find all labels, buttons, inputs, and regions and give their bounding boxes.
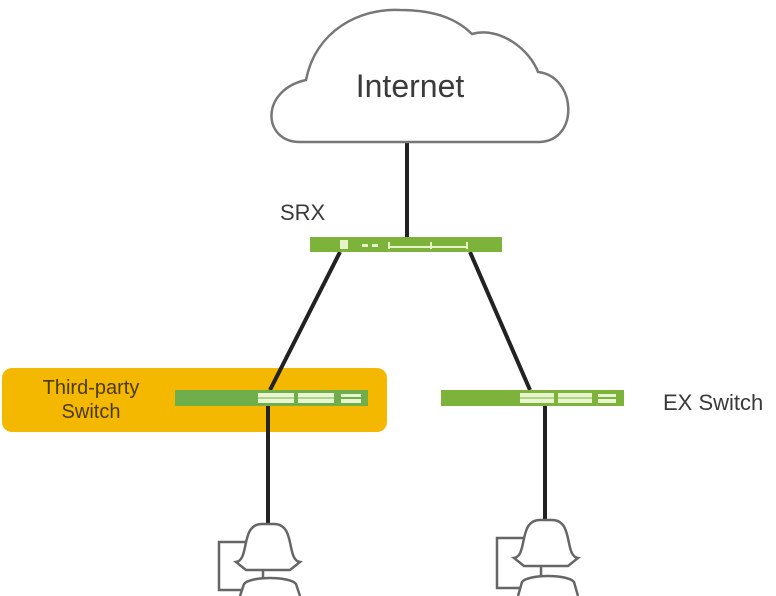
ex-switch-device [441,390,624,406]
third-party-switch-device [175,390,368,406]
srx-device [310,237,502,252]
internet-label: Internet [355,68,465,104]
user-at-computer-icon [217,522,304,596]
ex-switch-label: EX Switch [663,390,764,415]
user-at-computer-icon [495,518,582,596]
srx-label: SRX [280,200,326,225]
cloud-icon [270,8,570,144]
link-srx-thirdparty [268,251,342,391]
third-party-switch-label: Third-party Switch [42,377,140,423]
link-srx-ex [468,251,532,391]
